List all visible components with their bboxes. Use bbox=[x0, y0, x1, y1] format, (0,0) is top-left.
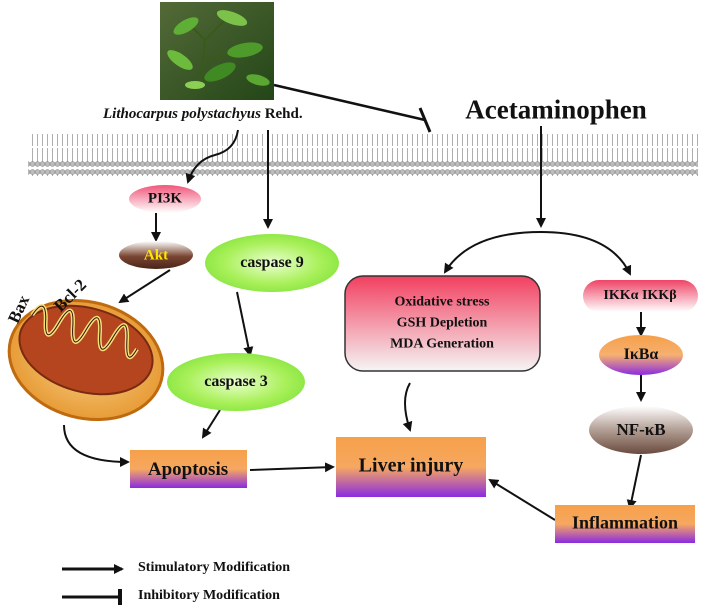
edge-casp9-casp3 bbox=[236, 291, 254, 357]
caspase3-label: caspase 3 bbox=[204, 373, 268, 390]
ikk-node bbox=[583, 280, 698, 312]
ikk-label: IKKα IKKβ bbox=[603, 288, 677, 303]
legend-inhibitory-label: Inhibitory Modification bbox=[138, 588, 280, 603]
edge-inflammation-liver bbox=[488, 478, 556, 521]
edge-casp3-apoptosis bbox=[201, 409, 221, 439]
edge-split-ikk bbox=[540, 231, 632, 276]
ikba-label: IκBα bbox=[623, 346, 659, 363]
inhibitory-edge-plant-acetaminophen bbox=[273, 83, 432, 133]
pi3k-label: PI3K bbox=[147, 190, 183, 207]
legend-inhibitory-symbol bbox=[62, 589, 122, 605]
mitochondrion-icon bbox=[7, 298, 165, 422]
oxidative-line-3: MDA Generation bbox=[390, 336, 494, 352]
akt-node bbox=[119, 241, 193, 269]
edge-akt-mito bbox=[118, 269, 171, 304]
edge-nfkb-inflammation bbox=[626, 454, 642, 510]
oxidative-line-1: Oxidative stress bbox=[394, 294, 490, 310]
oxidative-stress-box bbox=[344, 275, 541, 372]
plant-name-suffix: Rehd. bbox=[264, 106, 303, 122]
edge-split-oxidative bbox=[443, 231, 542, 274]
oxidative-line-2: GSH Depletion bbox=[396, 315, 488, 331]
nfkb-label: NF-κB bbox=[616, 420, 666, 439]
oxidative-stress-text: Oxidative stress GSH Depletion MDA Gener… bbox=[390, 292, 494, 355]
plant-name: Lithocarpus polystachyus Rehd. bbox=[103, 106, 303, 123]
acetaminophen-label: Acetaminophen bbox=[465, 94, 647, 125]
legend-stimulatory-label: Stimulatory Modification bbox=[138, 560, 291, 575]
cell-membrane bbox=[28, 134, 698, 176]
pi3k-node bbox=[129, 185, 201, 213]
apoptosis-label: Apoptosis bbox=[147, 459, 229, 480]
edge-oxidative-liver bbox=[402, 382, 413, 432]
edge-plant-pi3k bbox=[185, 129, 239, 184]
nfkb-node bbox=[589, 406, 693, 454]
caspase3-node bbox=[167, 353, 305, 411]
plant-photo bbox=[160, 2, 274, 100]
liver-injury-label: Liver injury bbox=[358, 454, 464, 477]
edge-apoptosis-liver bbox=[249, 462, 335, 473]
inflammation-label: Inflammation bbox=[571, 512, 679, 533]
edge-mito-apoptosis bbox=[63, 424, 130, 467]
ikba-node bbox=[599, 335, 683, 375]
akt-label: Akt bbox=[143, 247, 169, 264]
liver-injury-box bbox=[336, 437, 486, 497]
caspase9-node bbox=[205, 234, 339, 292]
inflammation-box bbox=[555, 505, 695, 543]
apoptosis-box bbox=[130, 450, 247, 488]
caspase9-label: caspase 9 bbox=[240, 254, 304, 271]
plant-name-italic: Lithocarpus polystachyus bbox=[103, 106, 261, 122]
